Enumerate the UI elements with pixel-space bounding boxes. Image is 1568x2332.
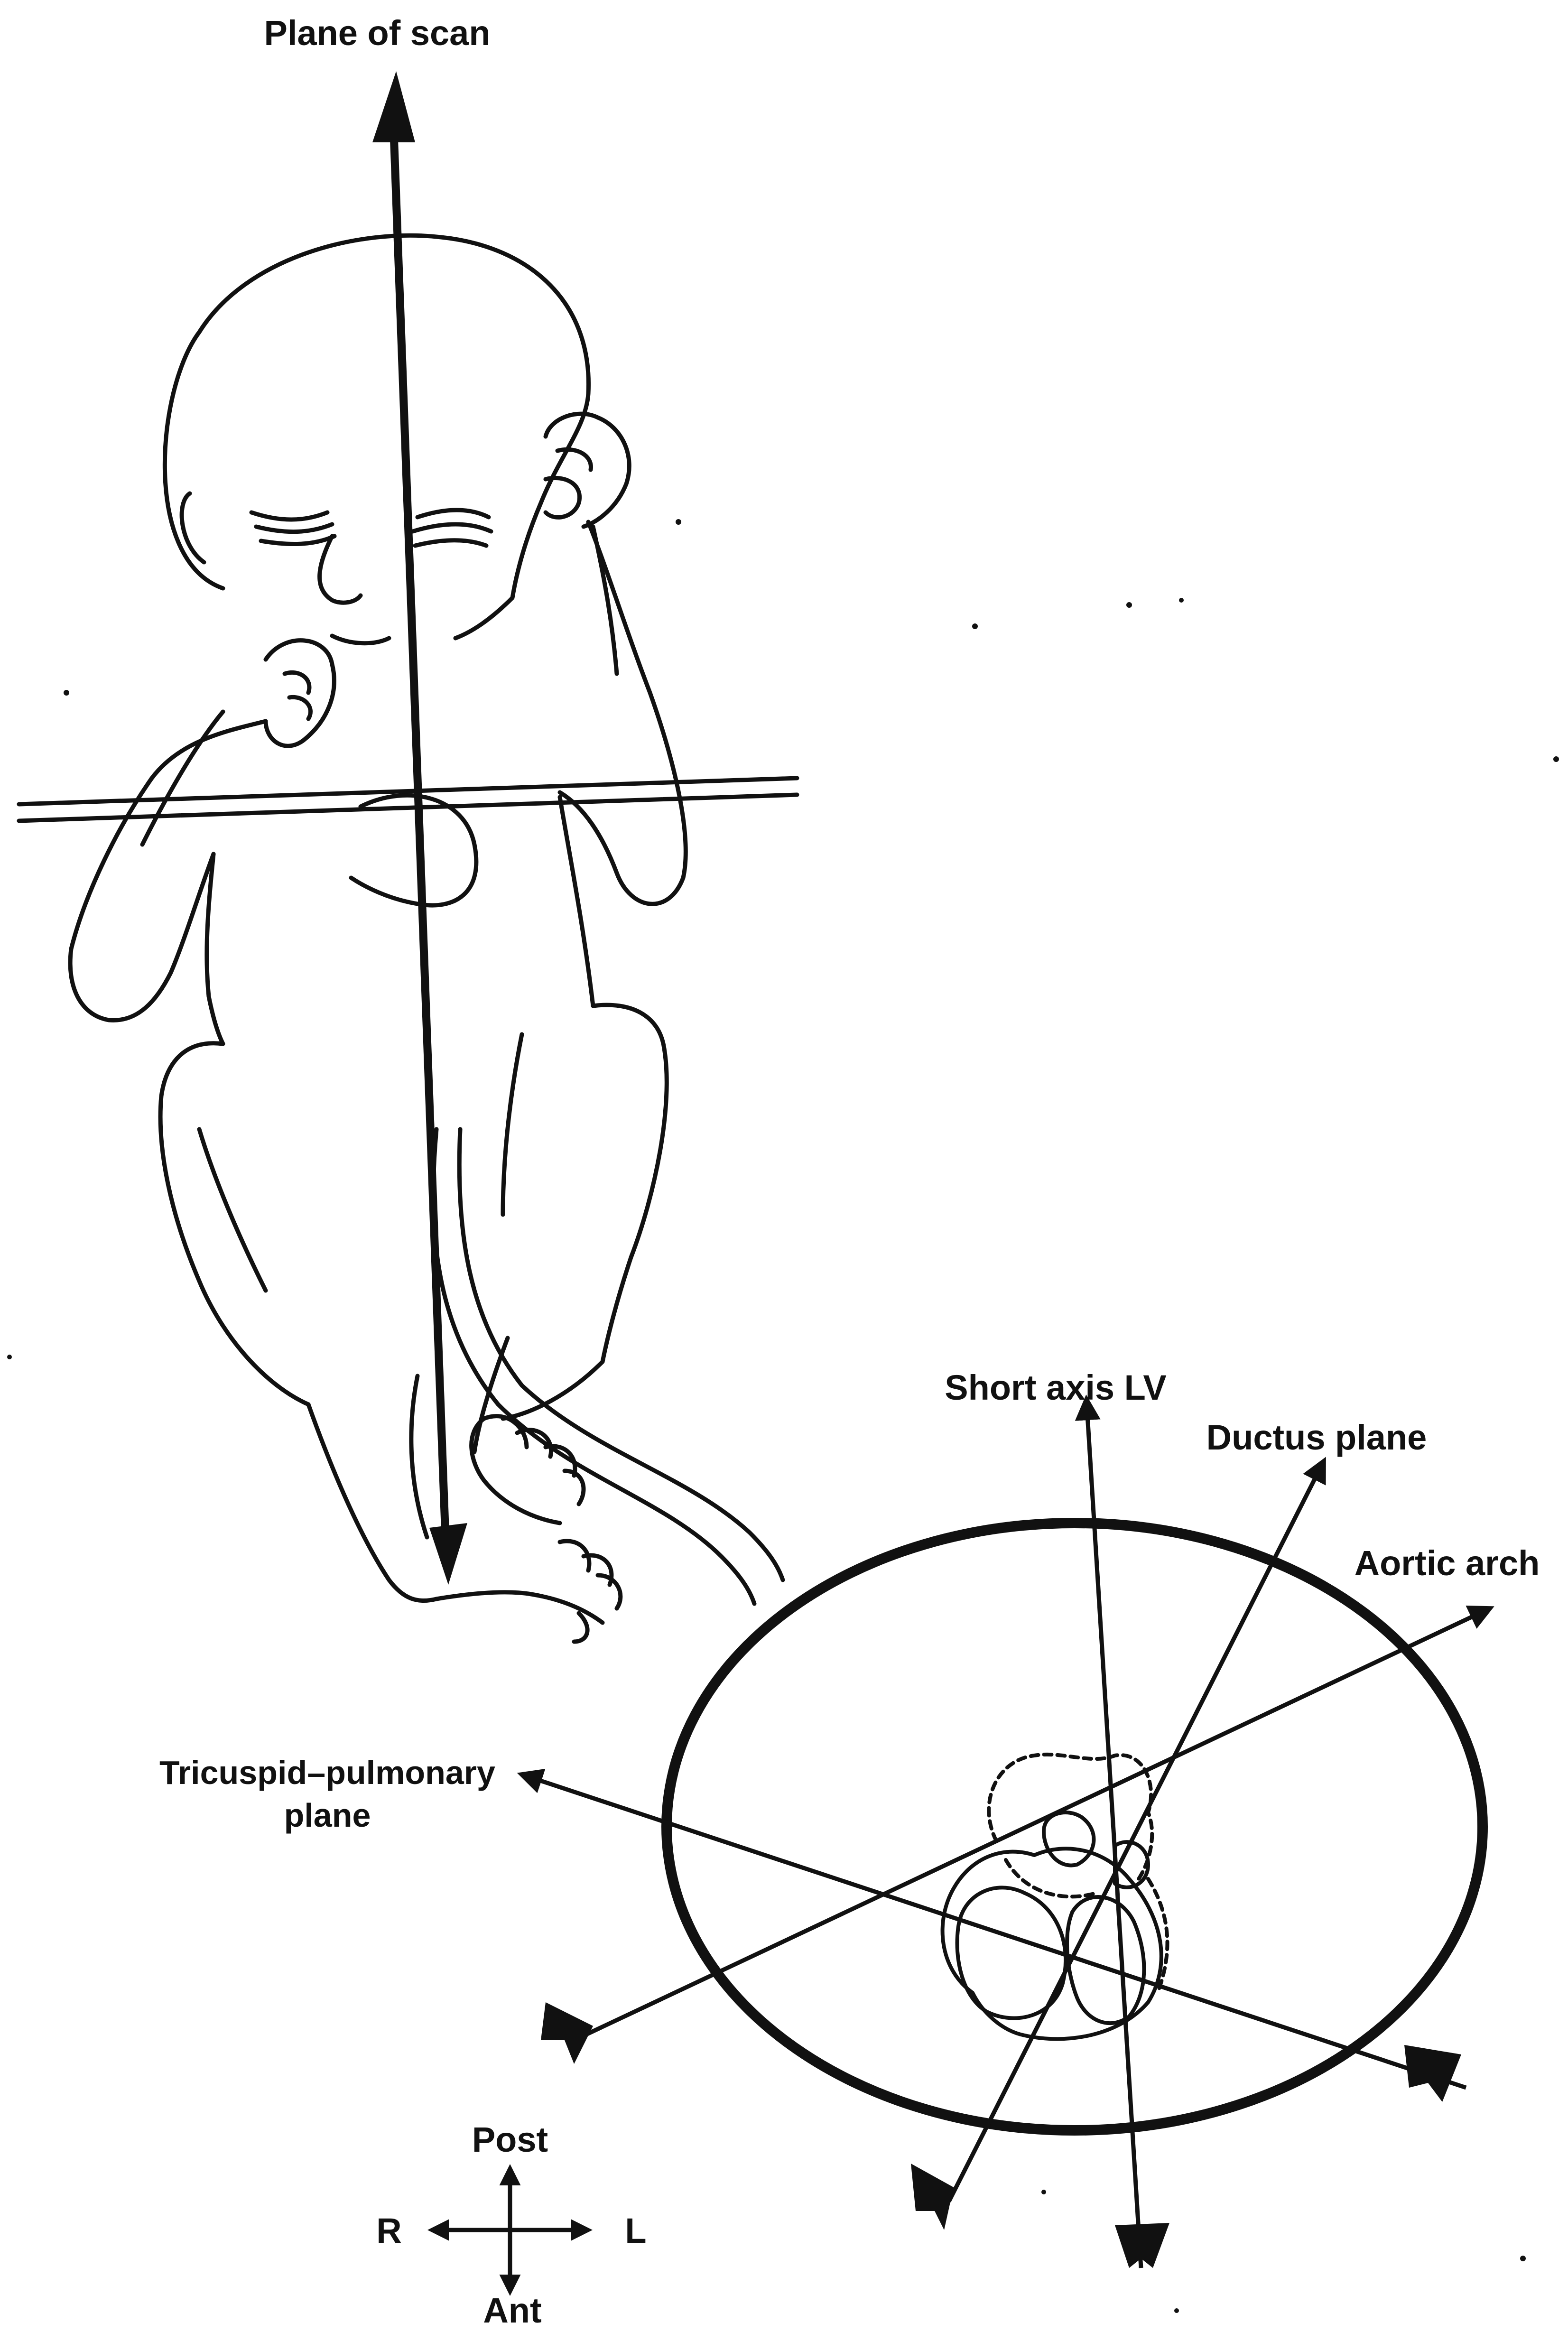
thorax-cross-section: Short axis LV Ductus plane Aortic arch T… bbox=[159, 1368, 1540, 2268]
fetus-mouth bbox=[332, 636, 389, 643]
fetus-arm-left bbox=[560, 522, 686, 904]
transverse-plane-lines bbox=[19, 778, 797, 821]
plane-of-scan-label: Plane of scan bbox=[264, 13, 490, 53]
transducer-ductus bbox=[911, 2164, 954, 2230]
tricuspid-label-line2: plane bbox=[284, 1797, 371, 1834]
aortic-arch-label: Aortic arch bbox=[1355, 1543, 1540, 1583]
transducer-aortic-arch bbox=[541, 2002, 593, 2064]
compass-ant-label: Ant bbox=[483, 2291, 541, 2330]
fetus-foot-right bbox=[436, 1541, 621, 1642]
fetus-torso-right bbox=[560, 797, 593, 1006]
compass-post-label: Post bbox=[472, 2120, 548, 2159]
umbilical-cord bbox=[433, 1129, 754, 1604]
compass-left-label: L bbox=[625, 2211, 646, 2250]
fetus-heart bbox=[351, 795, 476, 905]
arrowhead-up bbox=[372, 71, 415, 142]
plane-of-scan-arrow bbox=[372, 71, 467, 1585]
tricuspid-pulmonary-line bbox=[522, 1775, 1466, 2088]
arrowhead-down bbox=[429, 1523, 467, 1585]
ductus-plane-label: Ductus plane bbox=[1206, 1418, 1427, 1457]
heart-outline bbox=[943, 1849, 1161, 2039]
fetus-arm-right bbox=[70, 721, 266, 1020]
tricuspid-label-line1: Tricuspid–pulmonary bbox=[159, 1754, 495, 1791]
fetus-eye-left bbox=[413, 510, 491, 546]
transducer-tricuspid bbox=[1404, 2045, 1461, 2102]
orientation-compass: Post Ant R L bbox=[376, 2120, 646, 2330]
fetus-torso-left bbox=[207, 854, 223, 1044]
compass-right-label: R bbox=[376, 2211, 401, 2250]
fetus-eye-right bbox=[251, 512, 334, 544]
aortic-arch-line bbox=[574, 1608, 1490, 2040]
fetus-nose bbox=[320, 536, 361, 603]
fetus-hand-face bbox=[266, 641, 334, 746]
short-axis-lv-label: Short axis LV bbox=[945, 1368, 1166, 1407]
fetus-head bbox=[165, 235, 588, 638]
fetus-thigh-left bbox=[593, 1005, 667, 1362]
